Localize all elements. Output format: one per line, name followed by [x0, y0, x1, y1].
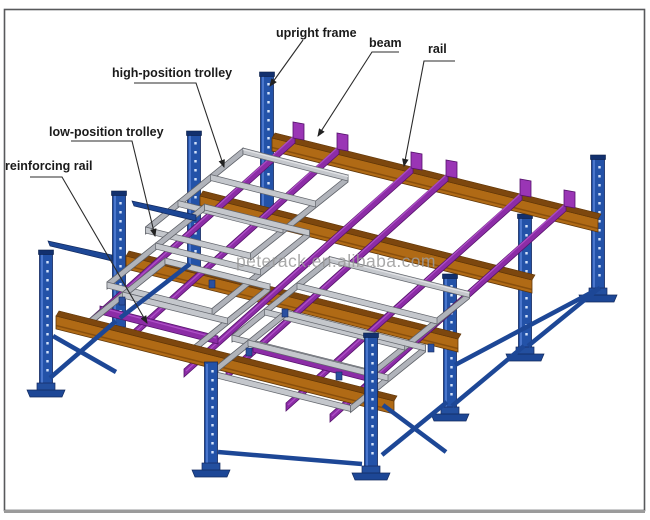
upright-post-front-middle — [191, 361, 231, 478]
inclined-rail — [183, 151, 423, 378]
upright-post-right-front — [351, 332, 391, 481]
watermark-text: peterack.en.alibaba.com — [236, 251, 436, 271]
leader-lines — [30, 39, 455, 324]
label-upright-frame: upright frame — [276, 26, 357, 40]
rail-hook — [445, 159, 458, 179]
rail-hook — [292, 121, 305, 141]
base-plate — [191, 469, 231, 478]
base-plate — [351, 472, 391, 481]
center-trolley-lower — [210, 309, 426, 414]
rail-hook — [519, 178, 532, 198]
leader-low-trolley — [71, 140, 157, 238]
label-high-position-trolley: high-position trolley — [112, 66, 232, 80]
base-plate — [26, 389, 66, 398]
label-beam: beam — [369, 36, 402, 50]
upright-post-left-back — [259, 71, 275, 209]
high-position-trolley — [145, 147, 349, 261]
leader-rail — [402, 60, 455, 168]
label-rail: rail — [428, 42, 447, 56]
leader-upright-frame — [269, 39, 304, 87]
base-plate — [430, 413, 470, 422]
leader-beam — [317, 51, 399, 137]
frame-bracing — [48, 262, 602, 467]
label-low-position-trolley: low-position trolley — [49, 125, 164, 139]
leader-high-trolley — [134, 82, 225, 169]
rail-hook — [336, 132, 349, 152]
label-reinforcing-rail: reinforcing rail — [5, 159, 93, 173]
upright-post-left-front — [26, 249, 66, 398]
leader-reinforcing-rail — [30, 176, 148, 324]
rail-hook — [410, 151, 423, 171]
rail-hook — [563, 189, 576, 209]
trolley-roller-detail — [118, 279, 435, 381]
